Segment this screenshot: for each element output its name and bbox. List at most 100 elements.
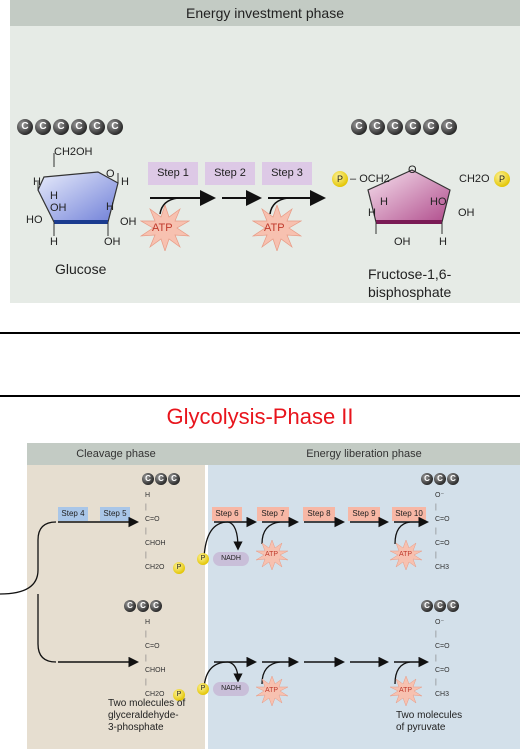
atom-ch2o: CH2O xyxy=(145,564,165,571)
fructose-label-line2: bisphosphate xyxy=(368,284,452,300)
carbon-atom: C xyxy=(107,119,123,135)
fructose-ch2o: CH2O xyxy=(459,173,490,185)
pyruvate-structure-bottom: O⁻ | C=O | C=O | CH3 xyxy=(435,617,450,701)
nadh-oval: NADH xyxy=(213,682,249,696)
atom-co: C=O xyxy=(435,540,450,547)
investment-arrows xyxy=(150,190,326,215)
phase2-title: Glycolysis-Phase II xyxy=(166,404,354,429)
atp-burst-2 xyxy=(252,205,302,251)
atp-burst-1 xyxy=(140,205,190,251)
carbon-atom: C xyxy=(137,600,149,612)
g3p-label-line3: 3-phosphate xyxy=(108,722,164,733)
pyruvate-label-line2: of pyruvate xyxy=(396,722,446,733)
divider xyxy=(0,395,520,397)
carbon-atom: C xyxy=(150,600,162,612)
atp-burst xyxy=(390,540,422,570)
carbon-atom: C xyxy=(168,473,180,485)
glucose-h: H xyxy=(33,176,41,188)
step-5-box: Step 5 xyxy=(100,507,130,521)
atom-co: C=O xyxy=(435,516,450,523)
atom-co: C=O xyxy=(145,643,160,650)
step-2-box: Step 2 xyxy=(205,162,255,185)
carbon-atom: C xyxy=(387,119,403,135)
glucose-oh: OH xyxy=(104,236,121,248)
bond: | xyxy=(435,504,437,511)
g3p-structure-top: H | C=O | CHOH | CH2O xyxy=(145,490,166,574)
atom-h: H xyxy=(145,619,151,626)
glucose-ring-oxygen: O xyxy=(106,168,115,180)
atom-ch3: CH3 xyxy=(435,564,450,571)
bond: | xyxy=(435,679,437,686)
step-10-box: Step 10 xyxy=(392,507,426,521)
phosphate-icon: P xyxy=(173,562,185,574)
investment-panel xyxy=(10,0,520,303)
atp-label: ATP xyxy=(399,687,413,694)
carbon-atom: C xyxy=(369,119,385,135)
atom-choh: CHOH xyxy=(145,667,166,674)
glucose-oh: OH xyxy=(50,202,67,214)
atom-h: H xyxy=(145,492,151,499)
carbon-atom: C xyxy=(423,119,439,135)
bond: | xyxy=(145,552,147,559)
fructose-oh: OH xyxy=(394,236,411,248)
glucose-h: H xyxy=(106,201,114,213)
step-9-box: Step 9 xyxy=(348,507,380,521)
glucose-ho: HO xyxy=(26,214,43,226)
glucose-label: Glucose xyxy=(55,261,107,277)
atom-ch3: CH3 xyxy=(435,691,450,698)
pyruvate-label: Two molecules of pyruvate xyxy=(396,710,462,734)
g3p-label-line1: Two molecules of xyxy=(108,698,186,709)
carbon-atom: C xyxy=(124,600,136,612)
fructose-ring xyxy=(367,169,451,234)
bond: | xyxy=(435,631,437,638)
bond: | xyxy=(435,552,437,559)
fructose-h: H xyxy=(368,207,376,219)
carbon-atom: C xyxy=(351,119,367,135)
atom-co: C=O xyxy=(145,516,160,523)
atom-ch2o: CH2O xyxy=(145,691,165,698)
carbon-atom: C xyxy=(434,473,446,485)
atp-label: ATP xyxy=(399,551,413,558)
carbon-atom: C xyxy=(421,600,433,612)
glucose-ring xyxy=(37,153,119,236)
glucose-ch2oh: CH2OH xyxy=(54,146,93,158)
atp-label-2: ATP xyxy=(264,222,285,234)
atom-co: C=O xyxy=(435,643,450,650)
atp-label: ATP xyxy=(265,551,279,558)
investment-header: Energy investment phase xyxy=(186,5,344,21)
step-8-box: Step 8 xyxy=(303,507,335,521)
g3p-structure-bottom: H | C=O | CHOH | CH2O xyxy=(145,617,166,701)
carbon-atom: C xyxy=(17,119,33,135)
cleavage-header: Cleavage phase xyxy=(76,448,156,460)
bond: | xyxy=(435,528,437,535)
carbon-atom: C xyxy=(142,473,154,485)
fructose-h: H xyxy=(380,196,388,208)
glucose-h: H xyxy=(50,236,58,248)
fructose-ho: HO xyxy=(430,196,447,208)
bond: | xyxy=(145,528,147,535)
phosphate-icon: P xyxy=(197,683,209,695)
atom-co: C=O xyxy=(435,667,450,674)
carbon-atom: C xyxy=(89,119,105,135)
phosphate-icon: P xyxy=(197,553,209,565)
pyruvate-label-line1: Two molecules xyxy=(396,710,463,721)
glucose-oh: OH xyxy=(120,216,137,228)
bond: | xyxy=(145,631,147,638)
atp-burst xyxy=(256,676,288,706)
glucose-h: H xyxy=(121,176,129,188)
bond: | xyxy=(145,655,147,662)
carbon-atom: C xyxy=(35,119,51,135)
carbon-atom: C xyxy=(441,119,457,135)
carbon-atom: C xyxy=(53,119,69,135)
fructose-label-line1: Fructose-1,6- xyxy=(368,266,452,282)
carbon-atom: C xyxy=(447,473,459,485)
carbon-atom: C xyxy=(155,473,167,485)
step-1-box: Step 1 xyxy=(148,162,198,185)
fructose-h: H xyxy=(439,236,447,248)
atp-burst xyxy=(390,676,422,706)
bond: | xyxy=(435,655,437,662)
nadh-oval: NADH xyxy=(213,552,249,566)
atp-burst xyxy=(256,540,288,570)
atp-label-1: ATP xyxy=(152,222,173,234)
energy-header: Energy liberation phase xyxy=(306,448,422,460)
